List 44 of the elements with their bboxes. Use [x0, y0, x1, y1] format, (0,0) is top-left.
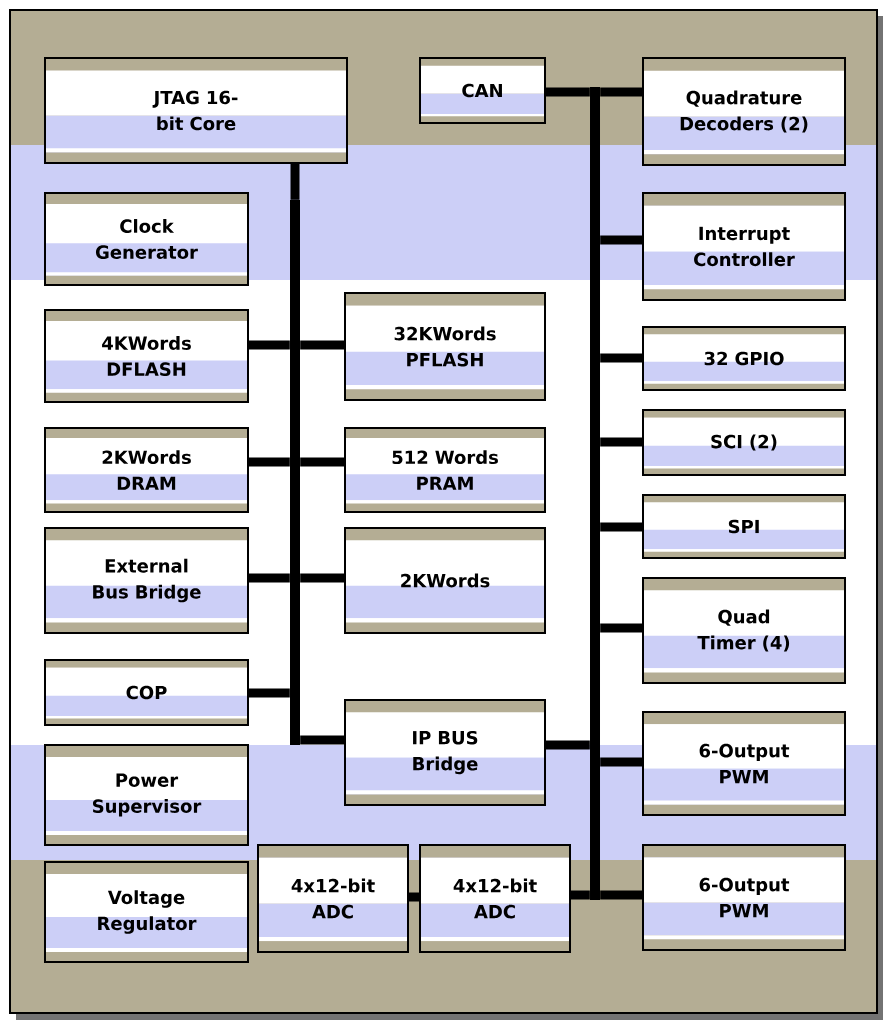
block-box: SPI: [642, 494, 846, 559]
bus-connection: [249, 573, 290, 583]
bus-connection: [600, 890, 642, 900]
block-box: IP BUS Bridge: [344, 699, 546, 806]
bus-connection: [600, 235, 642, 245]
bus-connection: [249, 688, 290, 698]
block-box: 6-Output PWM: [642, 711, 846, 816]
block-box: 6-Output PWM: [642, 844, 846, 951]
block-box: JTAG 16-bit Core: [44, 57, 348, 164]
bus-connection: [571, 890, 590, 900]
block-box: 32 GPIO: [642, 326, 846, 391]
block-box: COP: [44, 659, 249, 726]
bus-connection: [300, 457, 344, 467]
bus-connection: [249, 340, 290, 350]
block-box: Quadrature Decoders (2): [642, 57, 846, 166]
block-box: Power Supervisor: [44, 744, 249, 846]
block-box: Voltage Regulator: [44, 861, 249, 963]
block-box: SCI (2): [642, 409, 846, 476]
bus-connection: [600, 353, 642, 363]
block-box: 4KWords DFLASH: [44, 309, 249, 403]
block-box: Quad Timer (4): [642, 577, 846, 684]
bus-connection: [600, 87, 642, 97]
block-box: Clock Generator: [44, 192, 249, 286]
block-box: CAN: [419, 57, 546, 124]
block-box: 2KWords DRAM: [44, 427, 249, 513]
bus-connection: [546, 740, 590, 750]
bus-connection: [290, 164, 300, 200]
bus-connection: [600, 437, 642, 447]
bus-connection: [409, 892, 419, 902]
block-box: 2KWords: [344, 527, 546, 634]
block-box: 4x12-bit ADC: [257, 844, 409, 953]
block-box: 4x12-bit ADC: [419, 844, 571, 953]
block-box: 512 Words PRAM: [344, 427, 546, 513]
bus-connection: [600, 522, 642, 532]
bus-connection: [546, 87, 590, 97]
bus-connection: [300, 735, 344, 745]
bus-connection: [249, 457, 290, 467]
block-box: External Bus Bridge: [44, 527, 249, 634]
bus-connection: [600, 757, 642, 767]
bus-connection: [300, 573, 344, 583]
block-box: 32KWords PFLASH: [344, 292, 546, 401]
block-box: Interrupt Controller: [642, 192, 846, 301]
bus-connection: [600, 623, 642, 633]
bus-connection: [300, 340, 344, 350]
